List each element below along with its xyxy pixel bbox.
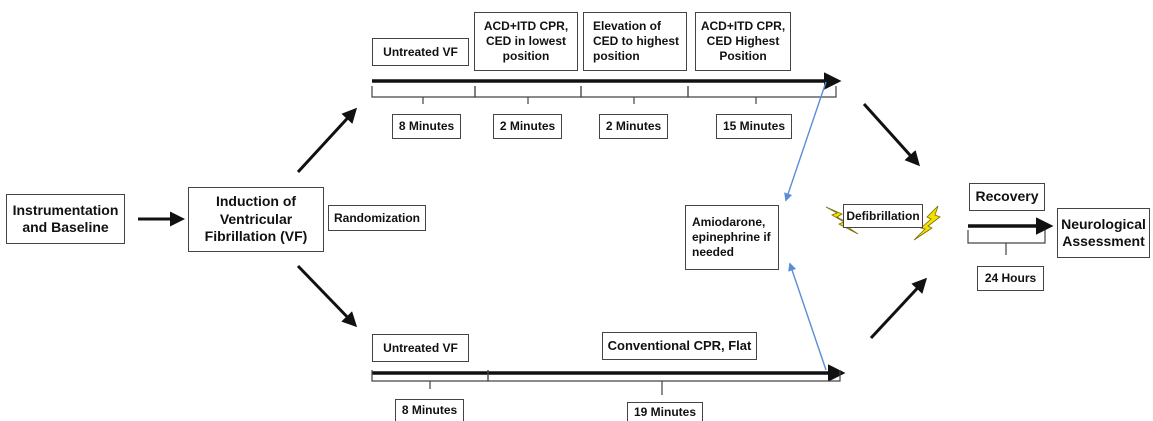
arrow-bottom-arm-to-defibrillation xyxy=(869,277,928,340)
recovery-duration-24-hours: 24 Hours xyxy=(977,266,1044,291)
top-phase-elevation-ced: Elevation of CED to highest position xyxy=(583,12,687,71)
blue-arrow-top-to-drugs xyxy=(784,81,827,202)
induction-vf-box: Induction of Ventricular Fibrillation (V… xyxy=(188,187,324,252)
lightning-bolt-right-icon xyxy=(913,205,941,241)
recovery-bracket xyxy=(967,230,1046,255)
bottom-phase-conventional-cpr: Conventional CPR, Flat xyxy=(602,332,757,360)
bottom-duration-8-min: 8 Minutes xyxy=(395,399,464,421)
top-phase-untreated-vf: Untreated VF xyxy=(372,38,469,66)
top-bracket-4 xyxy=(687,86,837,104)
top-duration-15-min: 15 Minutes xyxy=(716,114,792,139)
arrow-induction-to-bottom-arm xyxy=(296,264,358,328)
top-duration-2-min-b: 2 Minutes xyxy=(599,114,668,139)
blue-arrow-bottom-to-drugs xyxy=(788,262,827,371)
bottom-bracket-2 xyxy=(487,370,841,395)
bottom-duration-19-min: 19 Minutes xyxy=(627,402,703,421)
top-bracket-3 xyxy=(580,86,689,104)
recovery-box: Recovery xyxy=(969,183,1045,211)
bottom-phase-untreated-vf: Untreated VF xyxy=(372,334,469,362)
lightning-bolt-left-icon xyxy=(825,206,859,235)
top-duration-8-min: 8 Minutes xyxy=(392,114,461,139)
arrow-top-arm-to-defibrillation xyxy=(862,102,921,167)
defibrillation-box: Defibrillation xyxy=(843,204,923,228)
arrow-induction-to-top-arm xyxy=(296,107,358,174)
drugs-box: Amiodarone, epinephrine if needed xyxy=(685,205,779,270)
randomization-label: Randomization xyxy=(328,205,426,231)
top-phase-acd-itd-lowest: ACD+ITD CPR, CED in lowest position xyxy=(474,12,578,71)
top-bracket-2 xyxy=(474,86,582,104)
instrumentation-baseline-box: Instrumentation and Baseline xyxy=(6,194,125,244)
top-phase-acd-itd-highest: ACD+ITD CPR, CED Highest Position xyxy=(695,12,791,71)
neurological-assessment-box: Neurological Assessment xyxy=(1057,208,1150,258)
top-bracket-1 xyxy=(371,86,476,104)
top-duration-2-min-a: 2 Minutes xyxy=(493,114,562,139)
